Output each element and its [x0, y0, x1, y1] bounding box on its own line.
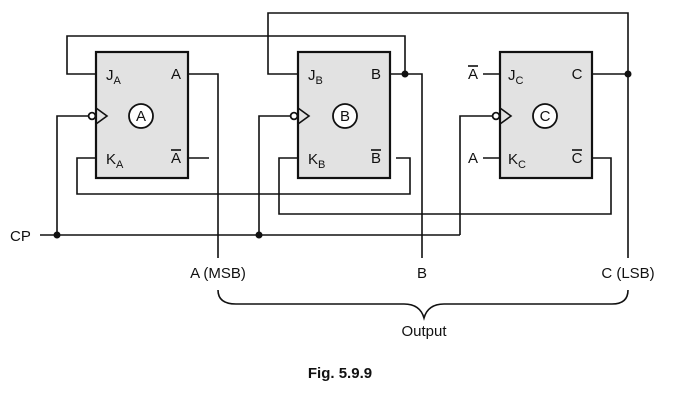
- q-output-label: A: [171, 66, 181, 83]
- q-output-label: C: [572, 66, 583, 83]
- figure-caption: Fig. 5.9.9: [308, 365, 372, 382]
- junctions: [53, 70, 632, 239]
- qbar-output-label: A: [171, 150, 181, 167]
- clock-triangle-icon: [297, 107, 311, 125]
- qbar-output-label: C: [572, 150, 583, 167]
- k-input-label: KB: [308, 151, 325, 171]
- ja-feedback-wire: [66, 35, 406, 75]
- jc-input-label: A: [468, 66, 478, 83]
- clock-branch-b: [258, 115, 292, 235]
- flipflop-badge-circle: [128, 103, 154, 129]
- output-a-label: A (MSB): [190, 265, 246, 282]
- kb-feedback-wire: [278, 157, 612, 215]
- output-brace: [217, 289, 629, 321]
- junction-dot: [255, 231, 263, 239]
- output-c-label: C (LSB): [601, 265, 654, 282]
- qa-output-wire: [188, 73, 219, 258]
- flipflop-badge: B: [340, 108, 350, 125]
- flipflop-body: [94, 50, 190, 180]
- output-group-label: Output: [401, 323, 447, 340]
- junction-dot: [624, 70, 632, 78]
- clock-bubble-icon: [289, 111, 299, 121]
- output-b-label: B: [417, 265, 427, 282]
- clock-bubble-icon: [87, 111, 97, 121]
- k-input-label: KA: [106, 151, 124, 171]
- flipflop-c: C JC KC C C: [491, 50, 594, 180]
- jb-feedback-wire: [267, 12, 629, 75]
- junction-dot: [401, 70, 409, 78]
- ka-feedback-wire: [76, 157, 411, 195]
- flipflop-badge-circle: [532, 103, 558, 129]
- flipflop-b: B JB KB B B: [289, 50, 392, 180]
- clock-branch-c: [459, 115, 493, 235]
- flipflop-badge: A: [136, 108, 146, 125]
- j-input-label: JB: [308, 67, 323, 87]
- k-input-label: KC: [508, 151, 526, 171]
- clock-branch-a: [56, 115, 90, 235]
- flipflop-a: A JA KA A A: [87, 50, 190, 180]
- qc-output-wire: [592, 73, 629, 258]
- q-output-label: B: [371, 66, 381, 83]
- j-input-label: JC: [508, 67, 524, 87]
- clock-bubble-icon: [491, 111, 501, 121]
- j-input-label: JA: [106, 67, 122, 87]
- qbar-output-label: B: [371, 150, 381, 167]
- clock-triangle-icon: [499, 107, 513, 125]
- qb-output-wire: [390, 73, 423, 258]
- clock-triangle-icon: [95, 107, 109, 125]
- junction-dot: [53, 231, 61, 239]
- flipflop-badge: C: [540, 108, 551, 125]
- flipflop-badge-circle: [332, 103, 358, 129]
- clock-input-label: CP: [10, 228, 31, 245]
- kc-input-label: A: [468, 150, 478, 167]
